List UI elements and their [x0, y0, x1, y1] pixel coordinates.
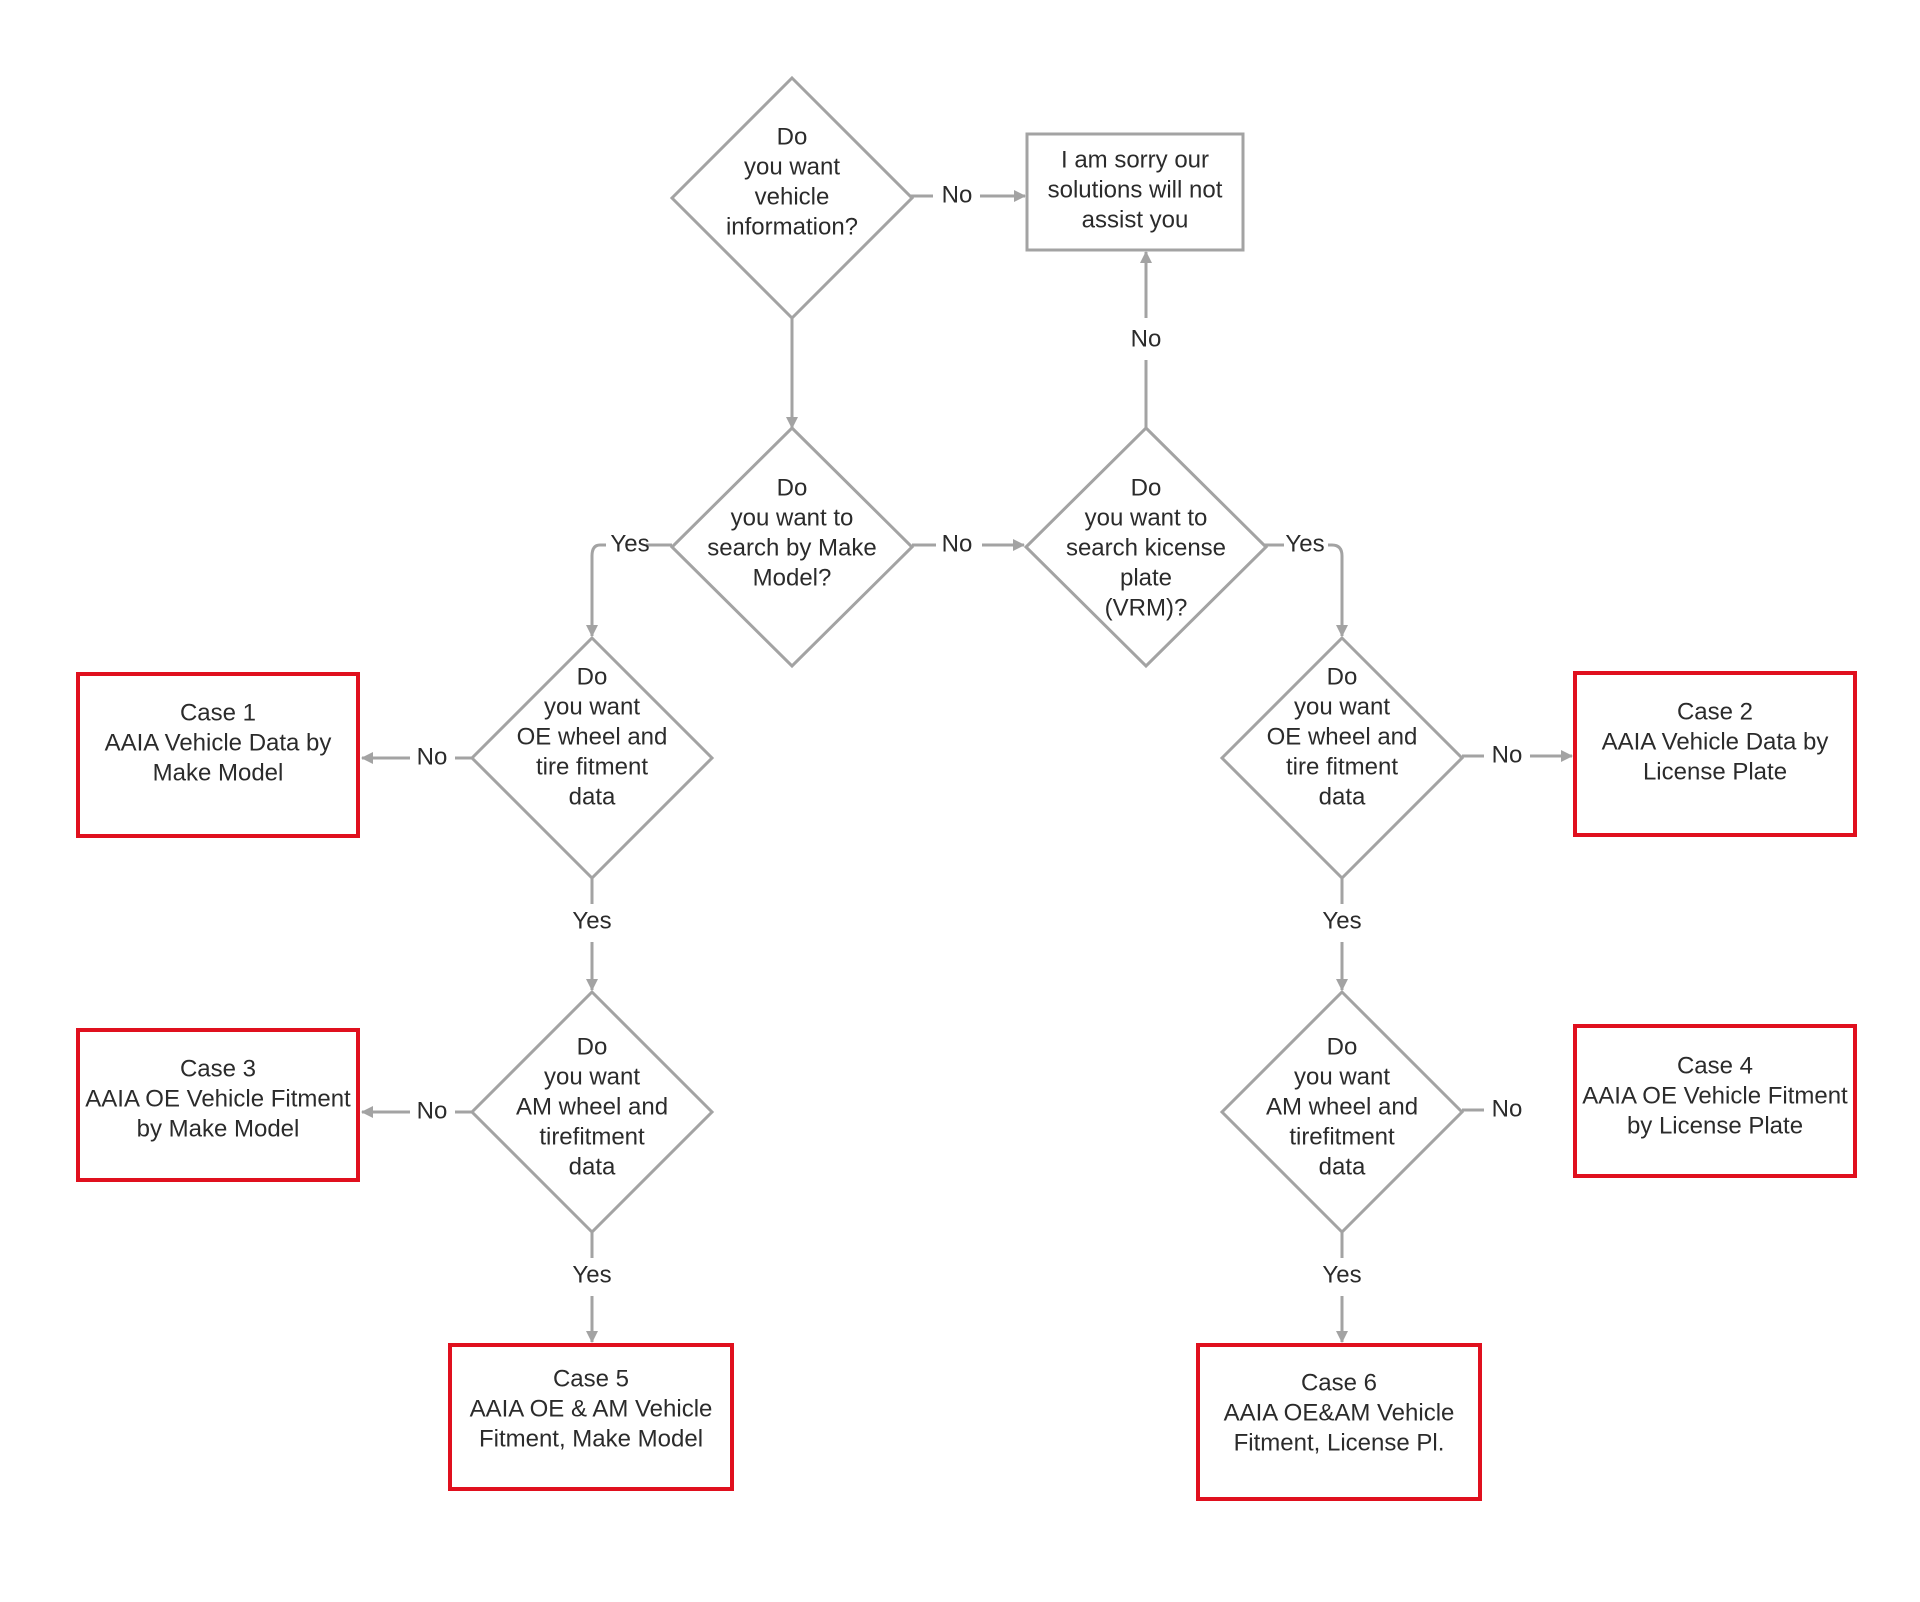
decision-am-right-line-3: AM wheel and — [1266, 1093, 1418, 1120]
case-3-line-1: Case 3 — [180, 1055, 256, 1082]
decision-am-right-line-2: you want — [1294, 1063, 1390, 1090]
edge-label-make-no: No — [942, 530, 973, 557]
case-2-line-1: Case 2 — [1677, 698, 1753, 725]
edge-label-make-yes: Yes — [610, 530, 649, 557]
case-5-box: Case 5 AAIA OE & AM Vehicle Fitment, Mak… — [448, 1343, 734, 1491]
decision-am-right-line-4: tirefitment — [1289, 1123, 1395, 1150]
decision-am-left-line-4: tirefitment — [539, 1123, 645, 1150]
case-5-line-3: Fitment, Make Model — [479, 1425, 703, 1452]
terminal-sorry-line-3: assist you — [1082, 206, 1189, 233]
decision-license-plate-line-1: Do — [1131, 474, 1162, 501]
decision-oe-left-line-1: Do — [577, 663, 608, 690]
edge-label-am-right-yes: Yes — [1322, 1261, 1361, 1288]
decision-am-right-line-5: data — [1319, 1153, 1366, 1180]
edge-label-oe-left-yes: Yes — [572, 907, 611, 934]
case-4-box: Case 4 AAIA OE Vehicle Fitment by Licens… — [1573, 1024, 1857, 1178]
case-5-line-2: AAIA OE & AM Vehicle — [470, 1395, 713, 1422]
case-5-line-1: Case 5 — [553, 1365, 629, 1392]
edge-license-yes-line-b — [1328, 543, 1348, 637]
decision-oe-left-line-3: OE wheel and — [517, 723, 668, 750]
edge-label-vehicle-no: No — [942, 181, 973, 208]
case-6-line-2: AAIA OE&AM Vehicle — [1224, 1399, 1455, 1426]
edge-make-yes-line-b — [586, 543, 606, 637]
terminal-sorry-line-2: solutions will not — [1048, 176, 1223, 203]
case-1-line-1: Case 1 — [180, 699, 256, 726]
edge-label-license-no: No — [1131, 325, 1162, 352]
decision-am-left-line-5: data — [569, 1153, 616, 1180]
decision-am-left-line-1: Do — [577, 1033, 608, 1060]
case-4-line-1: Case 4 — [1677, 1052, 1753, 1079]
edge-label-oe-left-no: No — [417, 743, 448, 770]
case-1-box: Case 1 AAIA Vehicle Data by Make Model — [76, 672, 360, 838]
decision-am-right-line-1: Do — [1327, 1033, 1358, 1060]
decision-oe-right-line-3: OE wheel and — [1267, 723, 1418, 750]
case-1-line-3: Make Model — [153, 759, 284, 786]
case-2-box: Case 2 AAIA Vehicle Data by License Plat… — [1573, 671, 1857, 837]
decision-oe-left-line-2: you want — [544, 693, 640, 720]
decision-license-plate: Do you want to search kicense plate (VRM… — [1023, 425, 1269, 669]
decision-am-fitment-make-model: Do you want AM wheel and tirefitment dat… — [469, 989, 715, 1235]
case-3-line-3: by Make Model — [137, 1115, 300, 1142]
decision-oe-right-line-2: you want — [1294, 693, 1390, 720]
case-3-box: Case 3 AAIA OE Vehicle Fitment by Make M… — [76, 1028, 360, 1182]
edge-label-am-right-no: No — [1492, 1095, 1523, 1122]
decision-make-model-line-3: search by Make — [707, 534, 876, 561]
decision-vehicle-information-line-2: you want — [744, 153, 840, 180]
case-6-line-3: Fitment, License Pl. — [1234, 1429, 1445, 1456]
decision-license-plate-line-5: (VRM)? — [1105, 594, 1188, 621]
decision-oe-fitment-license: Do you want OE wheel and tire fitment da… — [1219, 635, 1465, 881]
decision-oe-right-line-5: data — [1319, 783, 1366, 810]
decision-make-model: Do you want to search by Make Model? — [669, 425, 915, 669]
decision-make-model-line-1: Do — [777, 474, 808, 501]
case-2-line-3: License Plate — [1643, 758, 1787, 785]
decision-vehicle-information: Do you want vehicle information? — [669, 75, 915, 321]
terminal-sorry: I am sorry our solutions will not assist… — [1025, 132, 1245, 252]
decision-vehicle-information-line-3: vehicle — [755, 183, 830, 210]
decision-license-plate-line-4: plate — [1120, 564, 1172, 591]
decision-license-plate-line-2: you want to — [1085, 504, 1208, 531]
case-6-box: Case 6 AAIA OE&AM Vehicle Fitment, Licen… — [1196, 1343, 1482, 1501]
edge-label-oe-right-no: No — [1492, 741, 1523, 768]
decision-am-left-line-3: AM wheel and — [516, 1093, 668, 1120]
decision-make-model-line-4: Model? — [753, 564, 832, 591]
decision-oe-left-line-4: tire fitment — [536, 753, 648, 780]
case-2-line-2: AAIA Vehicle Data by — [1602, 728, 1829, 755]
edge-label-license-yes: Yes — [1285, 530, 1324, 557]
decision-am-left-line-2: you want — [544, 1063, 640, 1090]
decision-vehicle-information-line-4: information? — [726, 213, 858, 240]
edge-label-oe-right-yes: Yes — [1322, 907, 1361, 934]
edge-label-am-left-no: No — [417, 1097, 448, 1124]
terminal-sorry-line-1: I am sorry our — [1061, 146, 1209, 173]
decision-oe-right-line-1: Do — [1327, 663, 1358, 690]
decision-vehicle-information-line-1: Do — [777, 123, 808, 150]
decision-oe-right-line-4: tire fitment — [1286, 753, 1398, 780]
case-4-line-3: by License Plate — [1627, 1112, 1803, 1139]
case-3-line-2: AAIA OE Vehicle Fitment — [85, 1085, 351, 1112]
edge-label-am-left-yes: Yes — [572, 1261, 611, 1288]
case-4-line-2: AAIA OE Vehicle Fitment — [1582, 1082, 1848, 1109]
case-6-line-1: Case 6 — [1301, 1369, 1377, 1396]
decision-make-model-line-2: you want to — [731, 504, 854, 531]
decision-oe-left-line-5: data — [569, 783, 616, 810]
case-1-line-2: AAIA Vehicle Data by — [105, 729, 332, 756]
decision-am-fitment-license: Do you want AM wheel and tirefitment dat… — [1219, 989, 1465, 1235]
decision-oe-fitment-make-model: Do you want OE wheel and tire fitment da… — [469, 635, 715, 881]
decision-license-plate-line-3: search kicense — [1066, 534, 1226, 561]
